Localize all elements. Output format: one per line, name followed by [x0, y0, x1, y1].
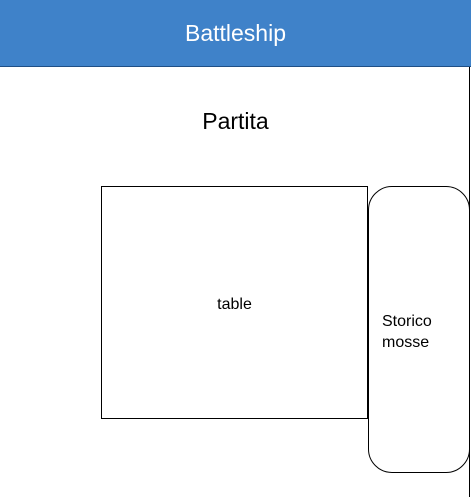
game-table[interactable]: table [101, 186, 368, 419]
app-header: Battleship [0, 0, 471, 67]
move-history-label: Storico mosse [382, 313, 432, 351]
app-title: Battleship [184, 19, 286, 46]
move-history-panel[interactable]: Storico mosse [368, 186, 470, 473]
game-table-label: table [217, 296, 252, 313]
page-title: Partita [202, 108, 269, 134]
